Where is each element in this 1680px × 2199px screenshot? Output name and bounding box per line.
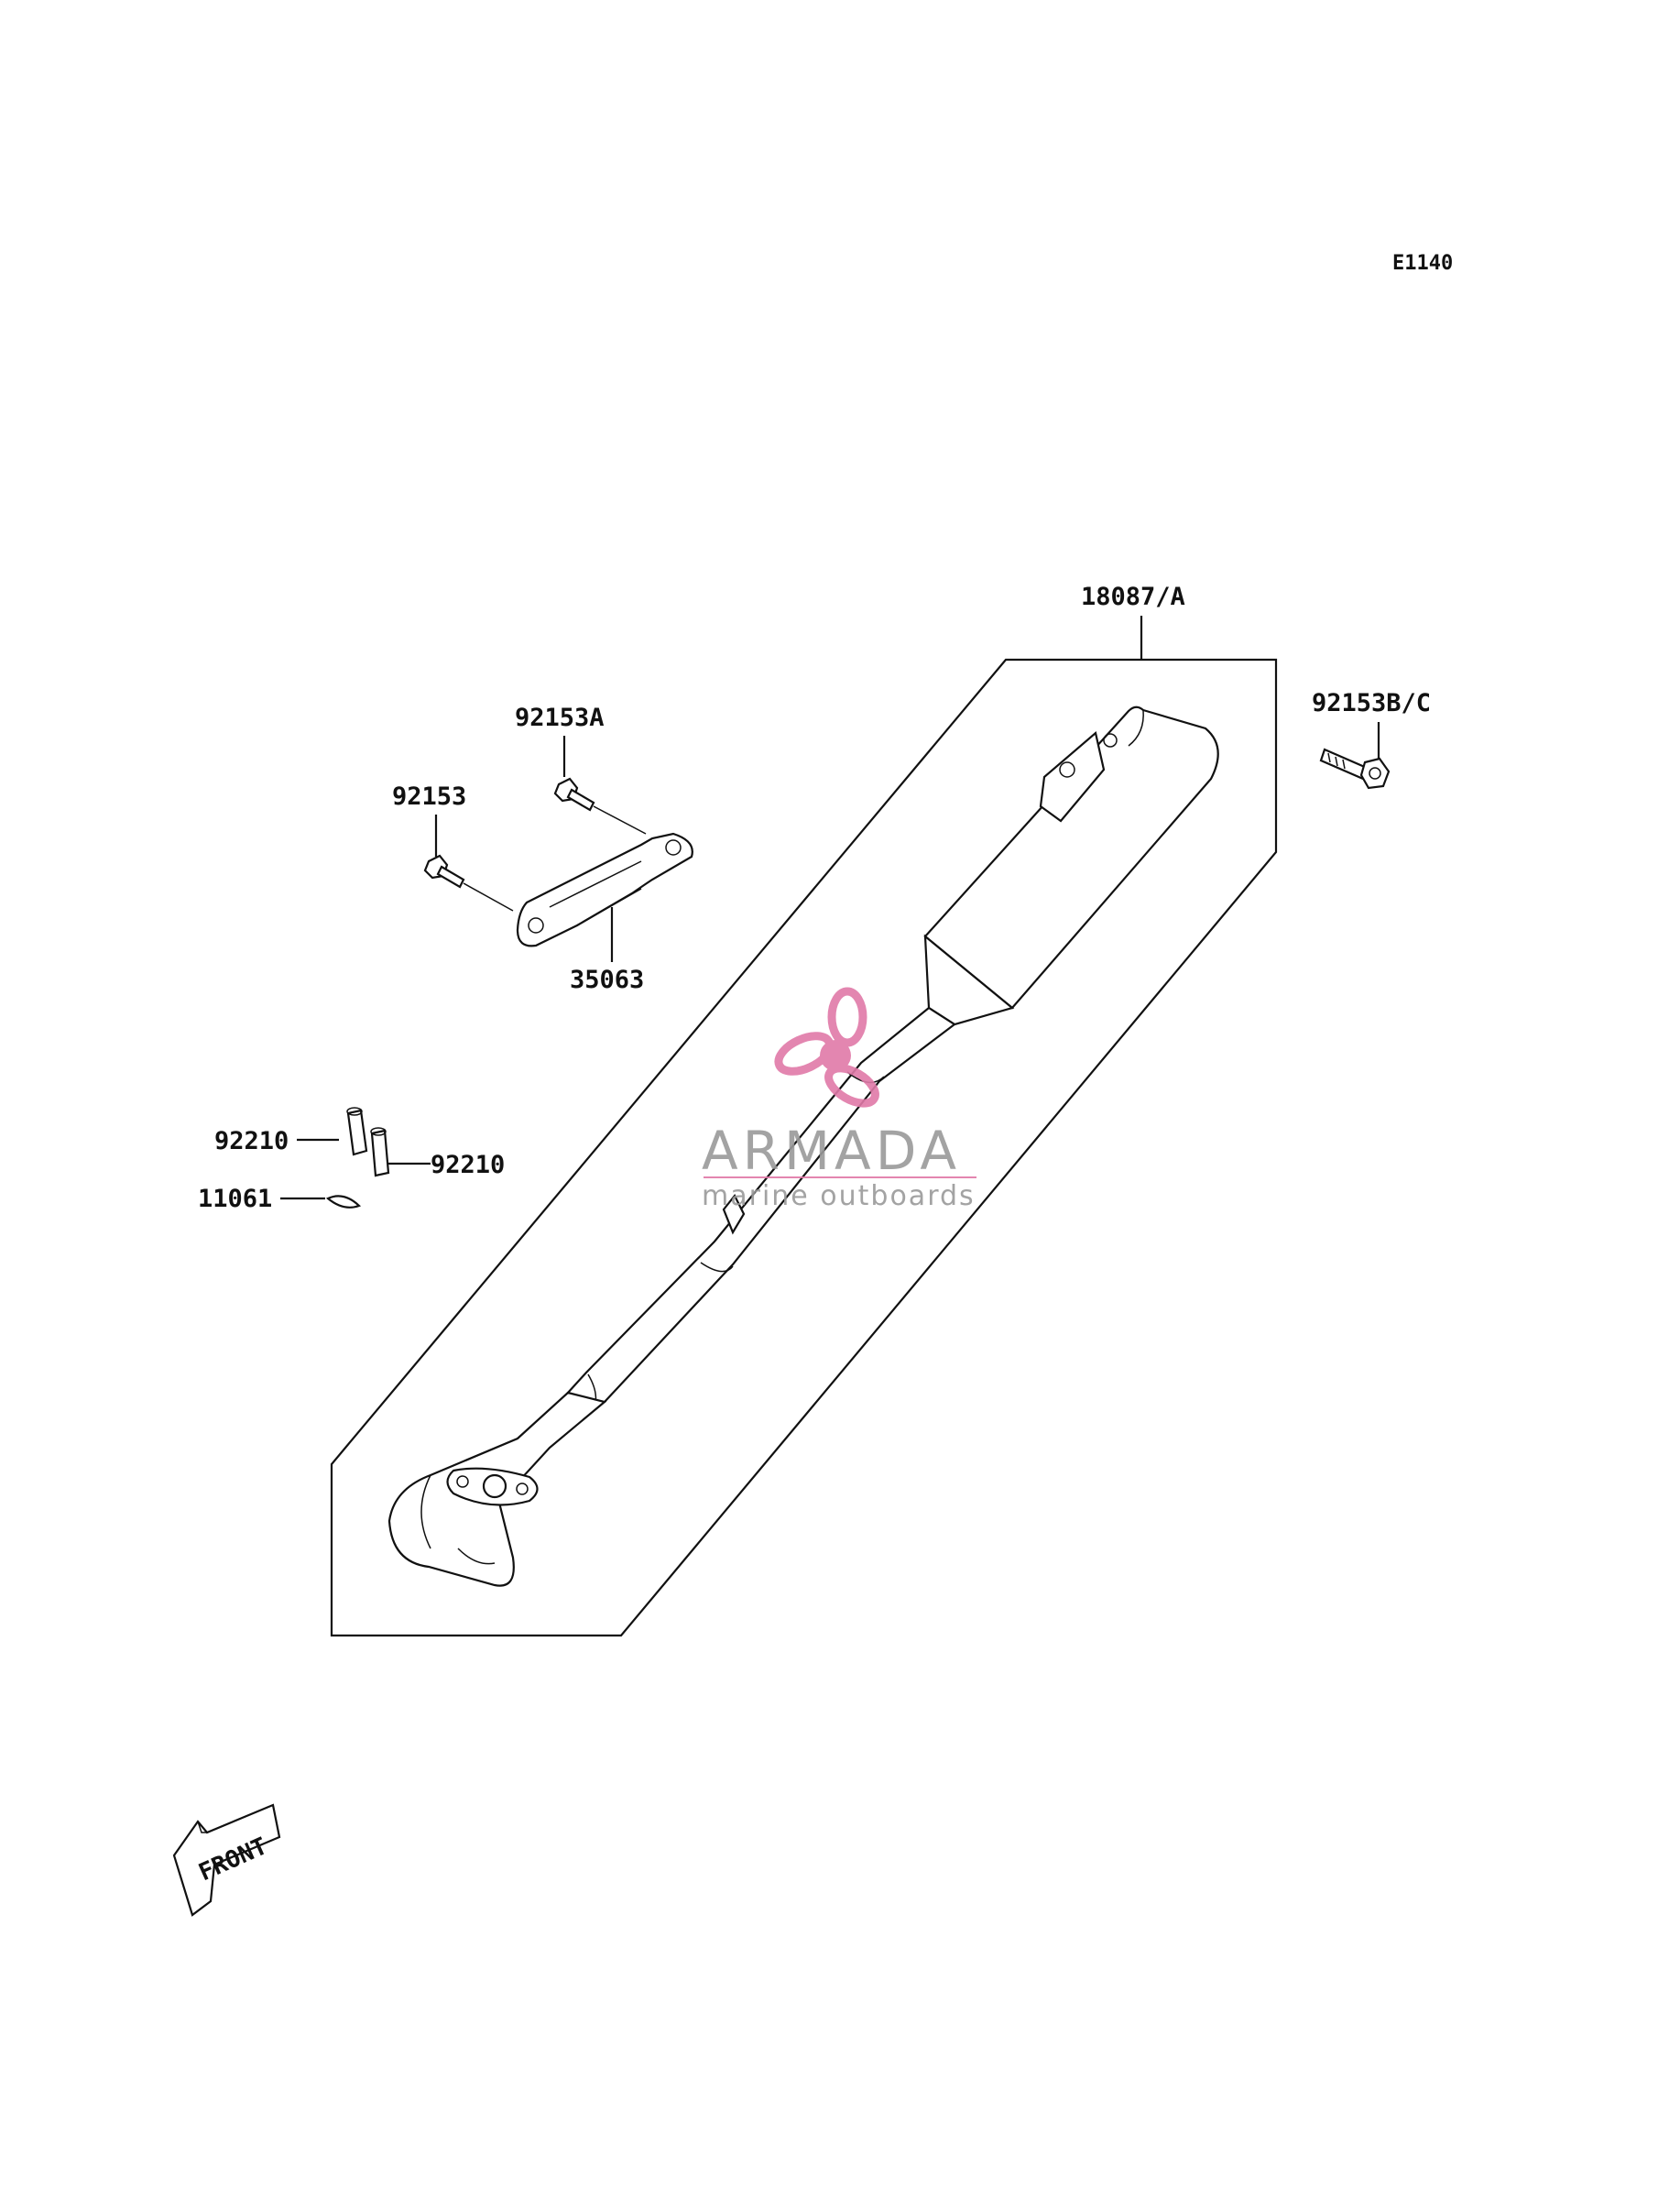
watermark-subtitle: marine outboards: [702, 1180, 976, 1212]
label-92153[interactable]: 92153: [392, 782, 466, 811]
bolt-92153b-c[interactable]: [1319, 748, 1391, 790]
label-18087-a[interactable]: 18087/A: [1081, 583, 1185, 611]
diagram-code: E1140: [1392, 252, 1453, 275]
gasket-11061[interactable]: [325, 1195, 362, 1209]
label-92153a[interactable]: 92153A: [515, 704, 605, 732]
propeller-hub-icon: [820, 1040, 851, 1071]
collar-92210-lower[interactable]: [370, 1127, 390, 1177]
watermark-title: ARMADA: [702, 1120, 961, 1182]
leader-92153a-to-bracket: [593, 805, 647, 835]
label-35063[interactable]: 35063: [570, 966, 644, 994]
front-arrow: FRONT: [172, 1803, 281, 1917]
bolt-92153[interactable]: [423, 854, 465, 889]
leader-92153-to-bracket: [463, 882, 514, 912]
label-92210-lower[interactable]: 92210: [431, 1151, 505, 1179]
label-11061[interactable]: 11061: [198, 1185, 272, 1213]
collar-92210-upper[interactable]: [346, 1107, 368, 1156]
label-92210-upper[interactable]: 92210: [214, 1127, 289, 1155]
bracket-35063[interactable]: [516, 832, 693, 947]
watermark-logo: ARMADA marine outboards: [702, 987, 976, 1212]
assembly-boundary: [330, 658, 1278, 1637]
label-92153b-c[interactable]: 92153B/C: [1312, 689, 1431, 717]
bolt-92153a[interactable]: [553, 777, 595, 812]
propeller-blade-icon: [824, 1064, 879, 1108]
propeller-blade-icon: [827, 987, 867, 1047]
muffler-assembly[interactable]: [387, 706, 1219, 1587]
